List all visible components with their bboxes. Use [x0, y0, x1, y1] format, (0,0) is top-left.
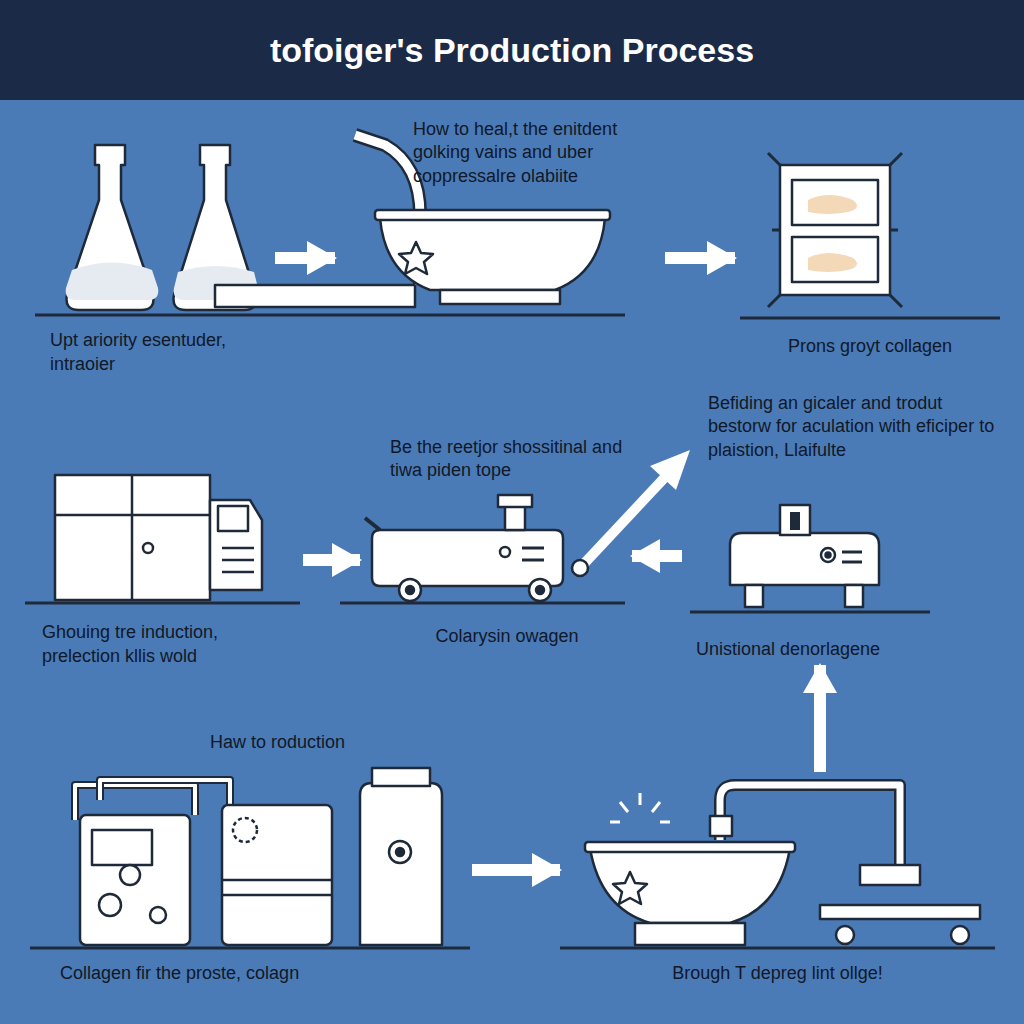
station-label: Prons groyt collagen: [741, 335, 999, 358]
production-equipment: Haw to roductionCollagen fir the proste,…: [36, 725, 472, 987]
processing-machine: Unistional denorlagene: [682, 495, 927, 665]
station-label: Upt ariority esentuder, intraoier: [50, 329, 269, 376]
station-label: Colarysin owagen: [390, 625, 624, 648]
station-heading: Haw to roduction: [60, 731, 466, 754]
rinse-sink: Brough T depreg lint ollge!: [560, 772, 995, 987]
flow-arrow: [275, 252, 335, 264]
note-label: Befiding an gicaler and trodut bestorw f…: [708, 392, 1008, 462]
station-label: How to heal,t the enitdent golking vains…: [413, 118, 657, 188]
station-label: Unistional denorlagene: [696, 638, 921, 661]
station-label: Ghouing tre induction, prelection kllis …: [42, 621, 295, 668]
induction-cabinet: Ghouing tre induction, prelection kllis …: [28, 462, 303, 672]
flow-arrow: [814, 665, 826, 772]
flask-station: Upt ariority esentuder, intraoier: [40, 130, 275, 380]
flow-arrow: [472, 864, 560, 876]
station-label: Collagen fir the proste, colagn: [60, 962, 466, 985]
diagram-title: tofoiger's Production Process: [0, 0, 1024, 100]
collagen-cart: Be the reetjor shossitinal and tiwa pide…: [360, 430, 632, 652]
station-heading: Be the reetjor shossitinal and tiwa pide…: [390, 436, 624, 483]
flow-arrow: [665, 252, 735, 264]
flow-arrow: [632, 550, 682, 562]
mixing-bowl-station: How to heal,t the enitdent golking vains…: [335, 112, 665, 317]
flow-arrow: [303, 554, 360, 566]
station-label: Brough T depreg lint ollge!: [566, 962, 989, 985]
collagen-rack: Prons groyt collagen: [735, 150, 1005, 362]
